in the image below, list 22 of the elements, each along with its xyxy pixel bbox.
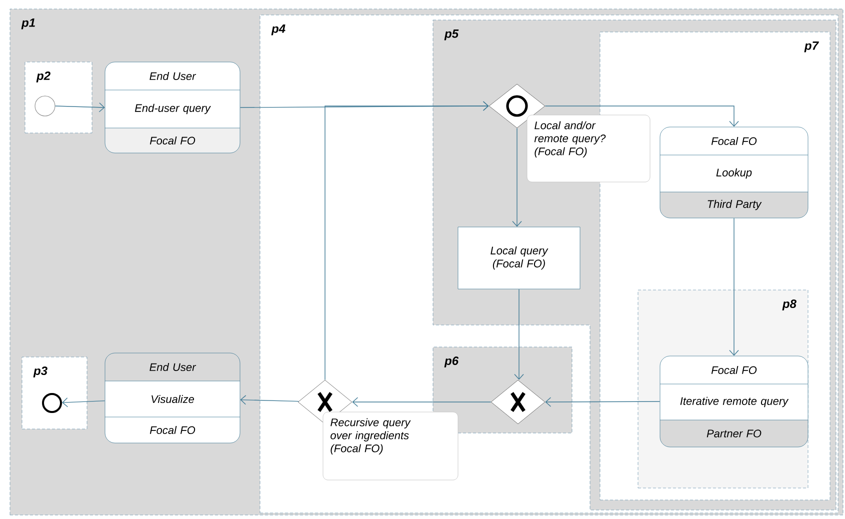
start-event	[34, 96, 56, 116]
arrow	[544, 106, 739, 127]
gateway-diamond	[490, 380, 546, 424]
task-box: End User Visualize Focal FO	[104, 352, 240, 444]
arrow	[240, 395, 299, 405]
task-box: Focal FO Iterative remote query Partner FO	[660, 356, 808, 448]
arrow	[729, 218, 739, 356]
arrow	[324, 101, 489, 380]
annotation-box: Local and/or remote query? (Focal FO)	[526, 114, 650, 182]
arrow	[514, 288, 524, 380]
arrow	[512, 128, 522, 227]
arrow	[62, 398, 106, 408]
arrow	[54, 102, 105, 112]
pool: p2	[24, 62, 92, 134]
arrow	[352, 397, 492, 407]
activity-box: Local query (Focal FO)	[458, 226, 580, 290]
annotation-box: Recursive query over ingredients (Focal FO)	[322, 412, 458, 480]
arrow	[240, 101, 489, 111]
arrow	[545, 397, 660, 407]
task-box: End User End-user query Focal FO	[104, 62, 240, 154]
pool: p3	[22, 356, 88, 430]
task-box: Focal FO Lookup Third Party	[660, 126, 808, 218]
